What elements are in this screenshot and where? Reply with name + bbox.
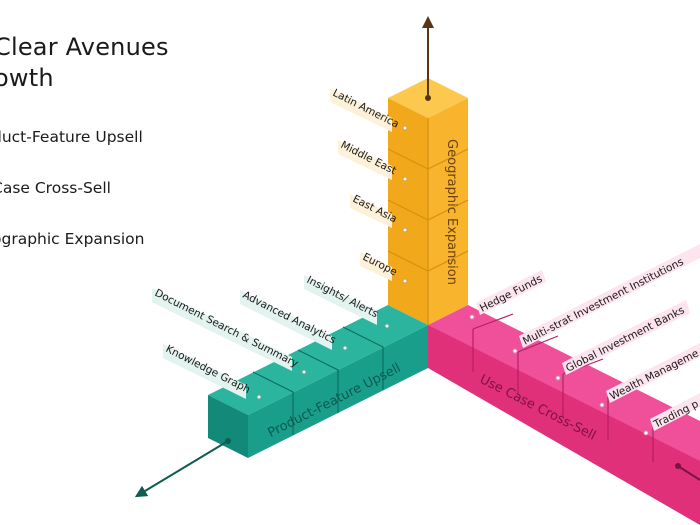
usecase-item-multistrat: Multi-strat Investment Institutions: [512, 244, 700, 354]
geographic-expansion-label: Geographic Expansion: [444, 139, 459, 285]
usecase-item-hedge-funds: Hedge Funds: [469, 270, 546, 320]
svg-text:Hedge Funds: Hedge Funds: [478, 273, 544, 315]
bullet-geographic: ographic Expansion: [0, 230, 145, 248]
svg-text:Insights/ Alerts: Insights/ Alerts: [305, 274, 380, 320]
title-line-2: owth: [0, 64, 54, 92]
product-item-insights-alerts: Insights/ Alerts: [304, 274, 390, 329]
bullet-product-upsell: duct-Feature Upsell: [0, 128, 143, 146]
product-item-knowledge-graph: Knowledge Graph: [163, 343, 262, 400]
left-axis-origin-dot: [225, 438, 231, 444]
right-axis-arrow: [677, 465, 700, 481]
bullet-use-case: Case Cross-Sell: [0, 179, 111, 197]
left-axis-arrow: [134, 440, 229, 498]
product-feature-upsell-bar: [208, 305, 428, 458]
svg-text:Multi-strat Investment Institu: Multi-strat Investment Institutions: [521, 256, 686, 348]
svg-text:Wealth Manageme: Wealth Manageme: [608, 347, 700, 402]
title-line-1: Clear Avenues: [0, 33, 169, 61]
svg-text:Knowledge Graph: Knowledge Graph: [164, 343, 253, 396]
vertical-axis-origin-dot: [425, 95, 431, 101]
page-title: Clear Avenues owth: [0, 32, 169, 94]
